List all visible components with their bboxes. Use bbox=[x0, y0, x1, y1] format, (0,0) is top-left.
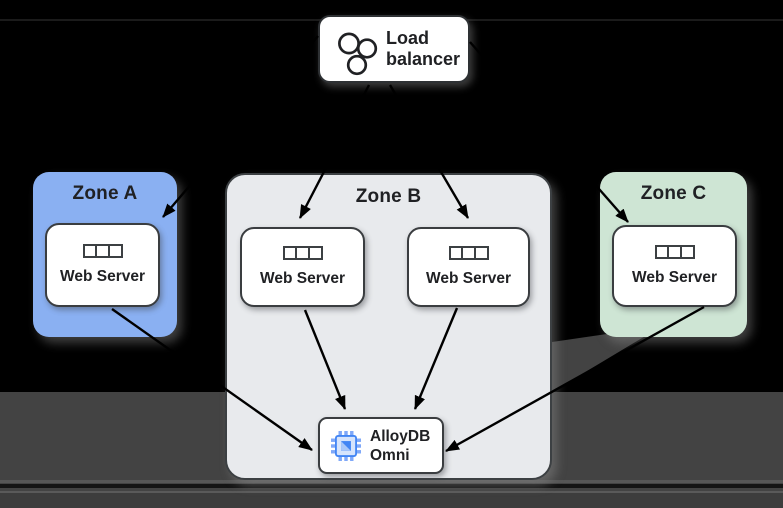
zone-b: Zone B Web Server Web Server bbox=[225, 173, 552, 480]
zone-c: Zone C Web Server bbox=[600, 172, 747, 337]
web-server-label: Web Server bbox=[425, 270, 511, 287]
zone-b-web-server-1: Web Server bbox=[240, 227, 365, 307]
zone-a-title: Zone A bbox=[72, 183, 138, 204]
web-server-label: Web Server bbox=[631, 269, 717, 286]
zone-b-web-server-2: Web Server bbox=[407, 227, 530, 307]
load-balancer-node: Load balancer bbox=[318, 15, 470, 83]
background-rule-dark bbox=[0, 484, 783, 488]
server-icon bbox=[448, 246, 489, 260]
web-server-label: Web Server bbox=[59, 268, 145, 285]
background-rule-light-1 bbox=[0, 480, 783, 483]
zone-c-web-server: Web Server bbox=[612, 225, 737, 307]
server-icon bbox=[654, 245, 695, 259]
zone-a: Zone A Web Server bbox=[33, 172, 177, 337]
zone-c-title: Zone C bbox=[640, 183, 707, 204]
background-rule-light-2 bbox=[0, 491, 783, 493]
zone-b-title: Zone B bbox=[355, 186, 422, 207]
background-bottom-strip bbox=[0, 493, 783, 508]
zone-a-web-server: Web Server bbox=[45, 223, 160, 307]
alloydb-omni-node: AlloyDB Omni bbox=[318, 417, 444, 474]
web-server-label: Web Server bbox=[259, 270, 345, 287]
load-balancer-icon bbox=[338, 32, 378, 76]
server-icon bbox=[82, 244, 123, 258]
load-balancer-label: Load balancer bbox=[386, 28, 461, 69]
alloydb-omni-label: AlloyDB Omni bbox=[370, 427, 431, 464]
server-icon bbox=[282, 246, 323, 260]
alloydb-chip-icon bbox=[331, 430, 361, 461]
